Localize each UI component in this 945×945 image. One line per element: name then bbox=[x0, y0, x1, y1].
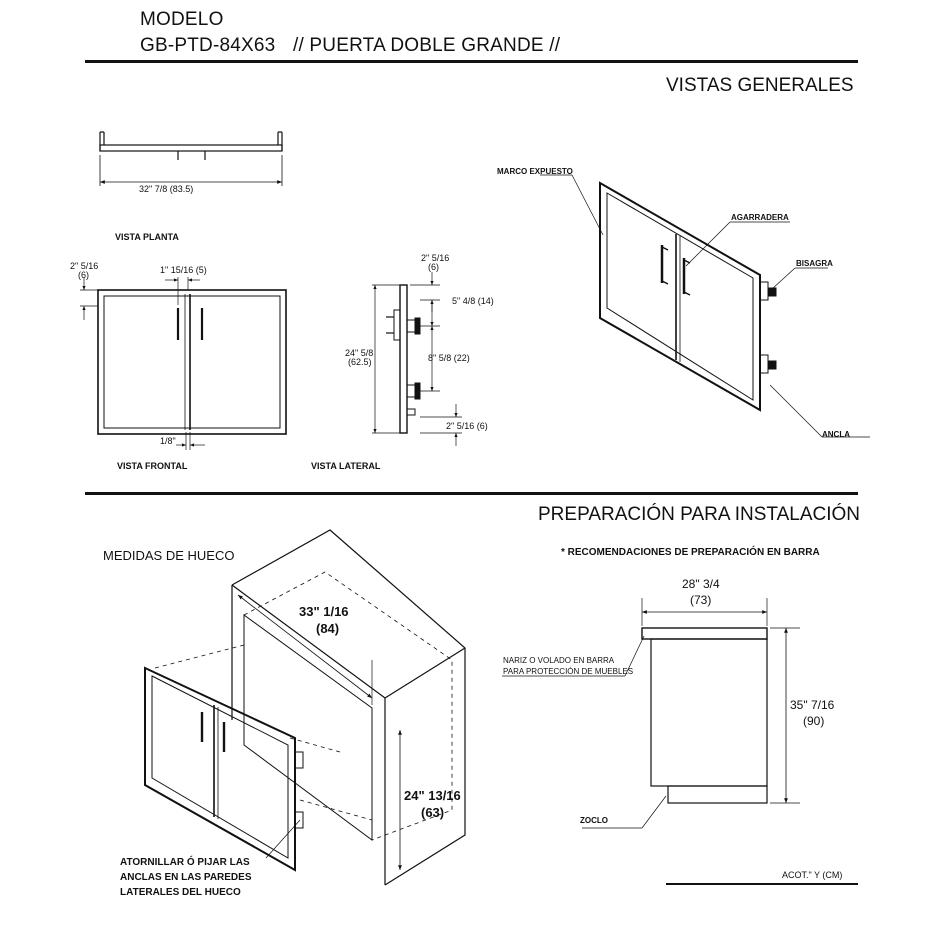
units-note: ACOT." Y (CM) bbox=[782, 870, 843, 880]
front-view-drawing bbox=[80, 277, 287, 450]
callout-bar-nose-line-2: PARA PROTECCIÓN DE MUEBLES bbox=[503, 667, 634, 676]
bar-section-drawing bbox=[502, 598, 800, 829]
side-view-drawing bbox=[372, 272, 462, 446]
side-bottom-offset-dimension: 2" 5/16 (6) bbox=[446, 421, 488, 431]
model-label: MODELO bbox=[140, 9, 224, 30]
opening-width-dimension: 33" 1/16 bbox=[299, 604, 349, 619]
front-top-offset-dimension: 2" 5/16 bbox=[70, 261, 99, 271]
callout-exposed-frame: MARCO EXPUESTO bbox=[497, 167, 573, 176]
side-hinge-spacing-dimension: 8" 5/8 (22) bbox=[428, 353, 470, 363]
bar-height-dimension: 35" 7/16 bbox=[790, 698, 835, 712]
section-title-general-views: VISTAS GENERALES bbox=[666, 75, 854, 96]
side-height-dimension: 24" 5/8 bbox=[345, 348, 374, 358]
bar-depth-cm: (73) bbox=[690, 593, 712, 607]
opening-height-dimension: 24" 13/16 bbox=[404, 788, 461, 803]
callout-handle: AGARRADERA bbox=[731, 213, 789, 222]
install-door-drawing bbox=[144, 666, 304, 872]
side-hinge-top-dimension: 5" 4/8 (14) bbox=[452, 296, 494, 306]
install-note-line-3: LATERALES DEL HUECO bbox=[120, 887, 241, 898]
isometric-door-drawing bbox=[540, 174, 870, 438]
side-height-cm: (62.5) bbox=[348, 357, 372, 367]
front-gap-dimension: 1/8" bbox=[160, 436, 176, 446]
install-note-line-1: ATORNILLAR Ó PIJAR LAS bbox=[120, 857, 250, 868]
callout-bar-nose-line-1: NARIZ O VOLADO EN BARRA bbox=[503, 656, 615, 665]
plan-view-label: VISTA PLANTA bbox=[115, 232, 179, 242]
opening-title: MEDIDAS DE HUECO bbox=[103, 548, 235, 563]
callout-plinth: ZOCLO bbox=[580, 816, 608, 825]
opening-box-drawing bbox=[154, 529, 466, 886]
opening-height-cm: (63) bbox=[421, 805, 445, 820]
front-top-offset-cm: (6) bbox=[78, 270, 89, 280]
front-view-label: VISTA FRONTAL bbox=[117, 461, 188, 471]
callout-anchor: ANCLA bbox=[822, 430, 850, 439]
side-top-offset-dimension: 2" 5/16 bbox=[421, 253, 450, 263]
install-note-line-2: ANCLAS EN LAS PAREDES bbox=[120, 872, 252, 883]
section-title-installation: PREPARACIÓN PARA INSTALACIÓN bbox=[538, 504, 861, 525]
bar-depth-dimension: 28" 3/4 bbox=[682, 577, 720, 591]
side-top-offset-cm: (6) bbox=[428, 262, 439, 272]
bar-recommendations-title: * RECOMENDACIONES DE PREPARACIÓN EN BARR… bbox=[561, 547, 820, 558]
section-rule bbox=[85, 492, 858, 495]
footer-rule bbox=[666, 883, 858, 885]
side-view-label: VISTA LATERAL bbox=[311, 461, 381, 471]
plan-view-drawing bbox=[99, 131, 283, 186]
opening-width-cm: (84) bbox=[316, 621, 340, 636]
bar-height-cm: (90) bbox=[803, 714, 825, 728]
plan-width-dimension: 32" 7/8 (83.5) bbox=[139, 184, 194, 194]
front-handle-offset-dimension: 1" 15/16 (5) bbox=[160, 265, 207, 275]
model-name: // PUERTA DOBLE GRANDE // bbox=[293, 35, 561, 56]
callout-hinge: BISAGRA bbox=[796, 259, 833, 268]
header-rule bbox=[85, 60, 858, 63]
model-code: GB-PTD-84X63 bbox=[140, 35, 276, 56]
